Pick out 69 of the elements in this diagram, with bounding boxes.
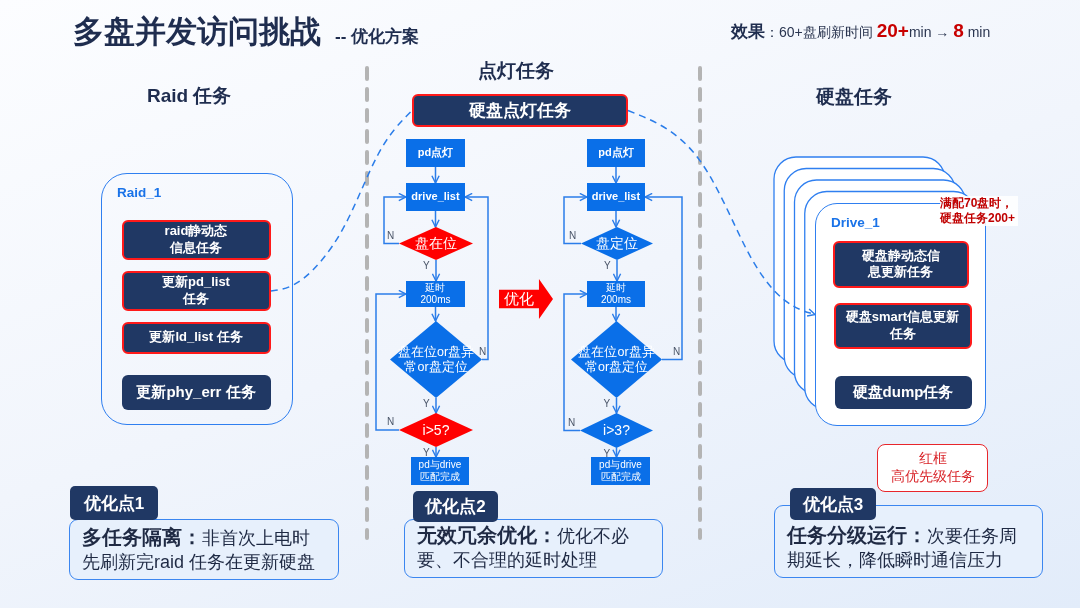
task-box: raid静动态信息任务 bbox=[121, 219, 271, 260]
arrow bbox=[431, 306, 440, 322]
decision-diamond: 盘在位 bbox=[399, 227, 473, 260]
process-box: pd与drive匹配完成 bbox=[591, 457, 650, 485]
task-box: 硬盘dump任务 bbox=[834, 375, 972, 409]
dashed-connector-line bbox=[270, 109, 413, 292]
edge-label: Y bbox=[423, 399, 430, 409]
process-box: pd与drive匹配完成 bbox=[411, 457, 469, 485]
arrow bbox=[375, 289, 407, 431]
section-heading: 硬盘任务 bbox=[816, 86, 892, 109]
edge-label: Y bbox=[423, 261, 430, 271]
group-title: Drive_1 bbox=[831, 215, 880, 230]
edge-label: N bbox=[568, 417, 576, 428]
edge-label: N bbox=[569, 230, 577, 241]
task-box: 硬盘静动态信息更新任务 bbox=[832, 240, 969, 288]
edge-label: N bbox=[387, 230, 395, 241]
arrow bbox=[612, 447, 621, 458]
arrow bbox=[563, 289, 588, 432]
group-panel bbox=[101, 173, 293, 425]
arrow bbox=[431, 446, 441, 458]
arrow bbox=[464, 192, 489, 361]
decision-diamond: 盘在位or盘异常or盘定位 bbox=[571, 321, 662, 398]
edge-label: Y bbox=[603, 399, 611, 409]
task-box: 硬盘点灯任务 bbox=[412, 94, 628, 127]
task-box: 更新pd_list任务 bbox=[121, 270, 271, 311]
arrow bbox=[383, 192, 407, 245]
block-arrow: 优化 bbox=[499, 279, 553, 319]
arrow bbox=[612, 397, 621, 414]
process-box: pd点灯 bbox=[406, 139, 465, 167]
note-box: 红框 高优先级任务 bbox=[877, 444, 988, 492]
process-box: drive_list bbox=[406, 183, 465, 211]
arrow bbox=[563, 192, 588, 245]
edge-label: Y bbox=[423, 448, 430, 458]
arrow bbox=[431, 397, 441, 414]
section-tag: 优化点1 bbox=[70, 486, 158, 520]
section-tag: 优化点2 bbox=[413, 491, 498, 522]
arrow bbox=[611, 210, 621, 228]
arrow bbox=[644, 192, 683, 361]
process-box: 延时200ms bbox=[406, 281, 465, 307]
group-title: Raid_1 bbox=[117, 185, 162, 200]
decision-diamond: 盘定位 bbox=[581, 227, 653, 260]
edge-label: Y bbox=[604, 261, 611, 271]
dashed-arrow bbox=[627, 109, 816, 317]
decision-diamond: i>5? bbox=[399, 413, 473, 447]
summary-panel: 无效冗余优化：优化不必要、不合理的延时处理 bbox=[404, 519, 663, 578]
slide-title: 多盘并发访问挑战 bbox=[73, 13, 321, 51]
arrow bbox=[431, 166, 440, 184]
task-box: 硬盘smart信息更新任务 bbox=[833, 302, 972, 349]
arrow bbox=[431, 259, 441, 282]
result-note: 效果：60+盘刷新时间 20+min → 8 min bbox=[731, 20, 991, 43]
edge-label: N bbox=[479, 346, 487, 357]
decision-diamond: i>3? bbox=[580, 413, 653, 448]
edge-label: Y bbox=[603, 449, 611, 459]
process-box: 延时200ms bbox=[587, 281, 645, 307]
section-heading: Raid 任务 bbox=[147, 85, 232, 108]
arrow bbox=[611, 166, 621, 184]
annotation-text: 满配70盘时，硬盘任务200+ bbox=[940, 196, 1018, 226]
arrow bbox=[431, 210, 440, 228]
process-box: pd点灯 bbox=[587, 139, 645, 167]
summary-panel: 多任务隔离：非首次上电时先刷新完raid 任务在更新硬盘 bbox=[69, 519, 339, 580]
subtitle: -- 优化方案 bbox=[335, 27, 420, 48]
edge-label: N bbox=[387, 417, 395, 427]
process-box: drive_list bbox=[587, 183, 645, 211]
task-box: 更新phy_err 任务 bbox=[121, 374, 271, 410]
edge-label: N bbox=[673, 346, 681, 357]
arrow bbox=[611, 306, 621, 322]
section-tag: 优化点3 bbox=[790, 488, 876, 520]
arrow bbox=[612, 259, 622, 282]
task-box: 更新ld_list 任务 bbox=[121, 321, 271, 354]
